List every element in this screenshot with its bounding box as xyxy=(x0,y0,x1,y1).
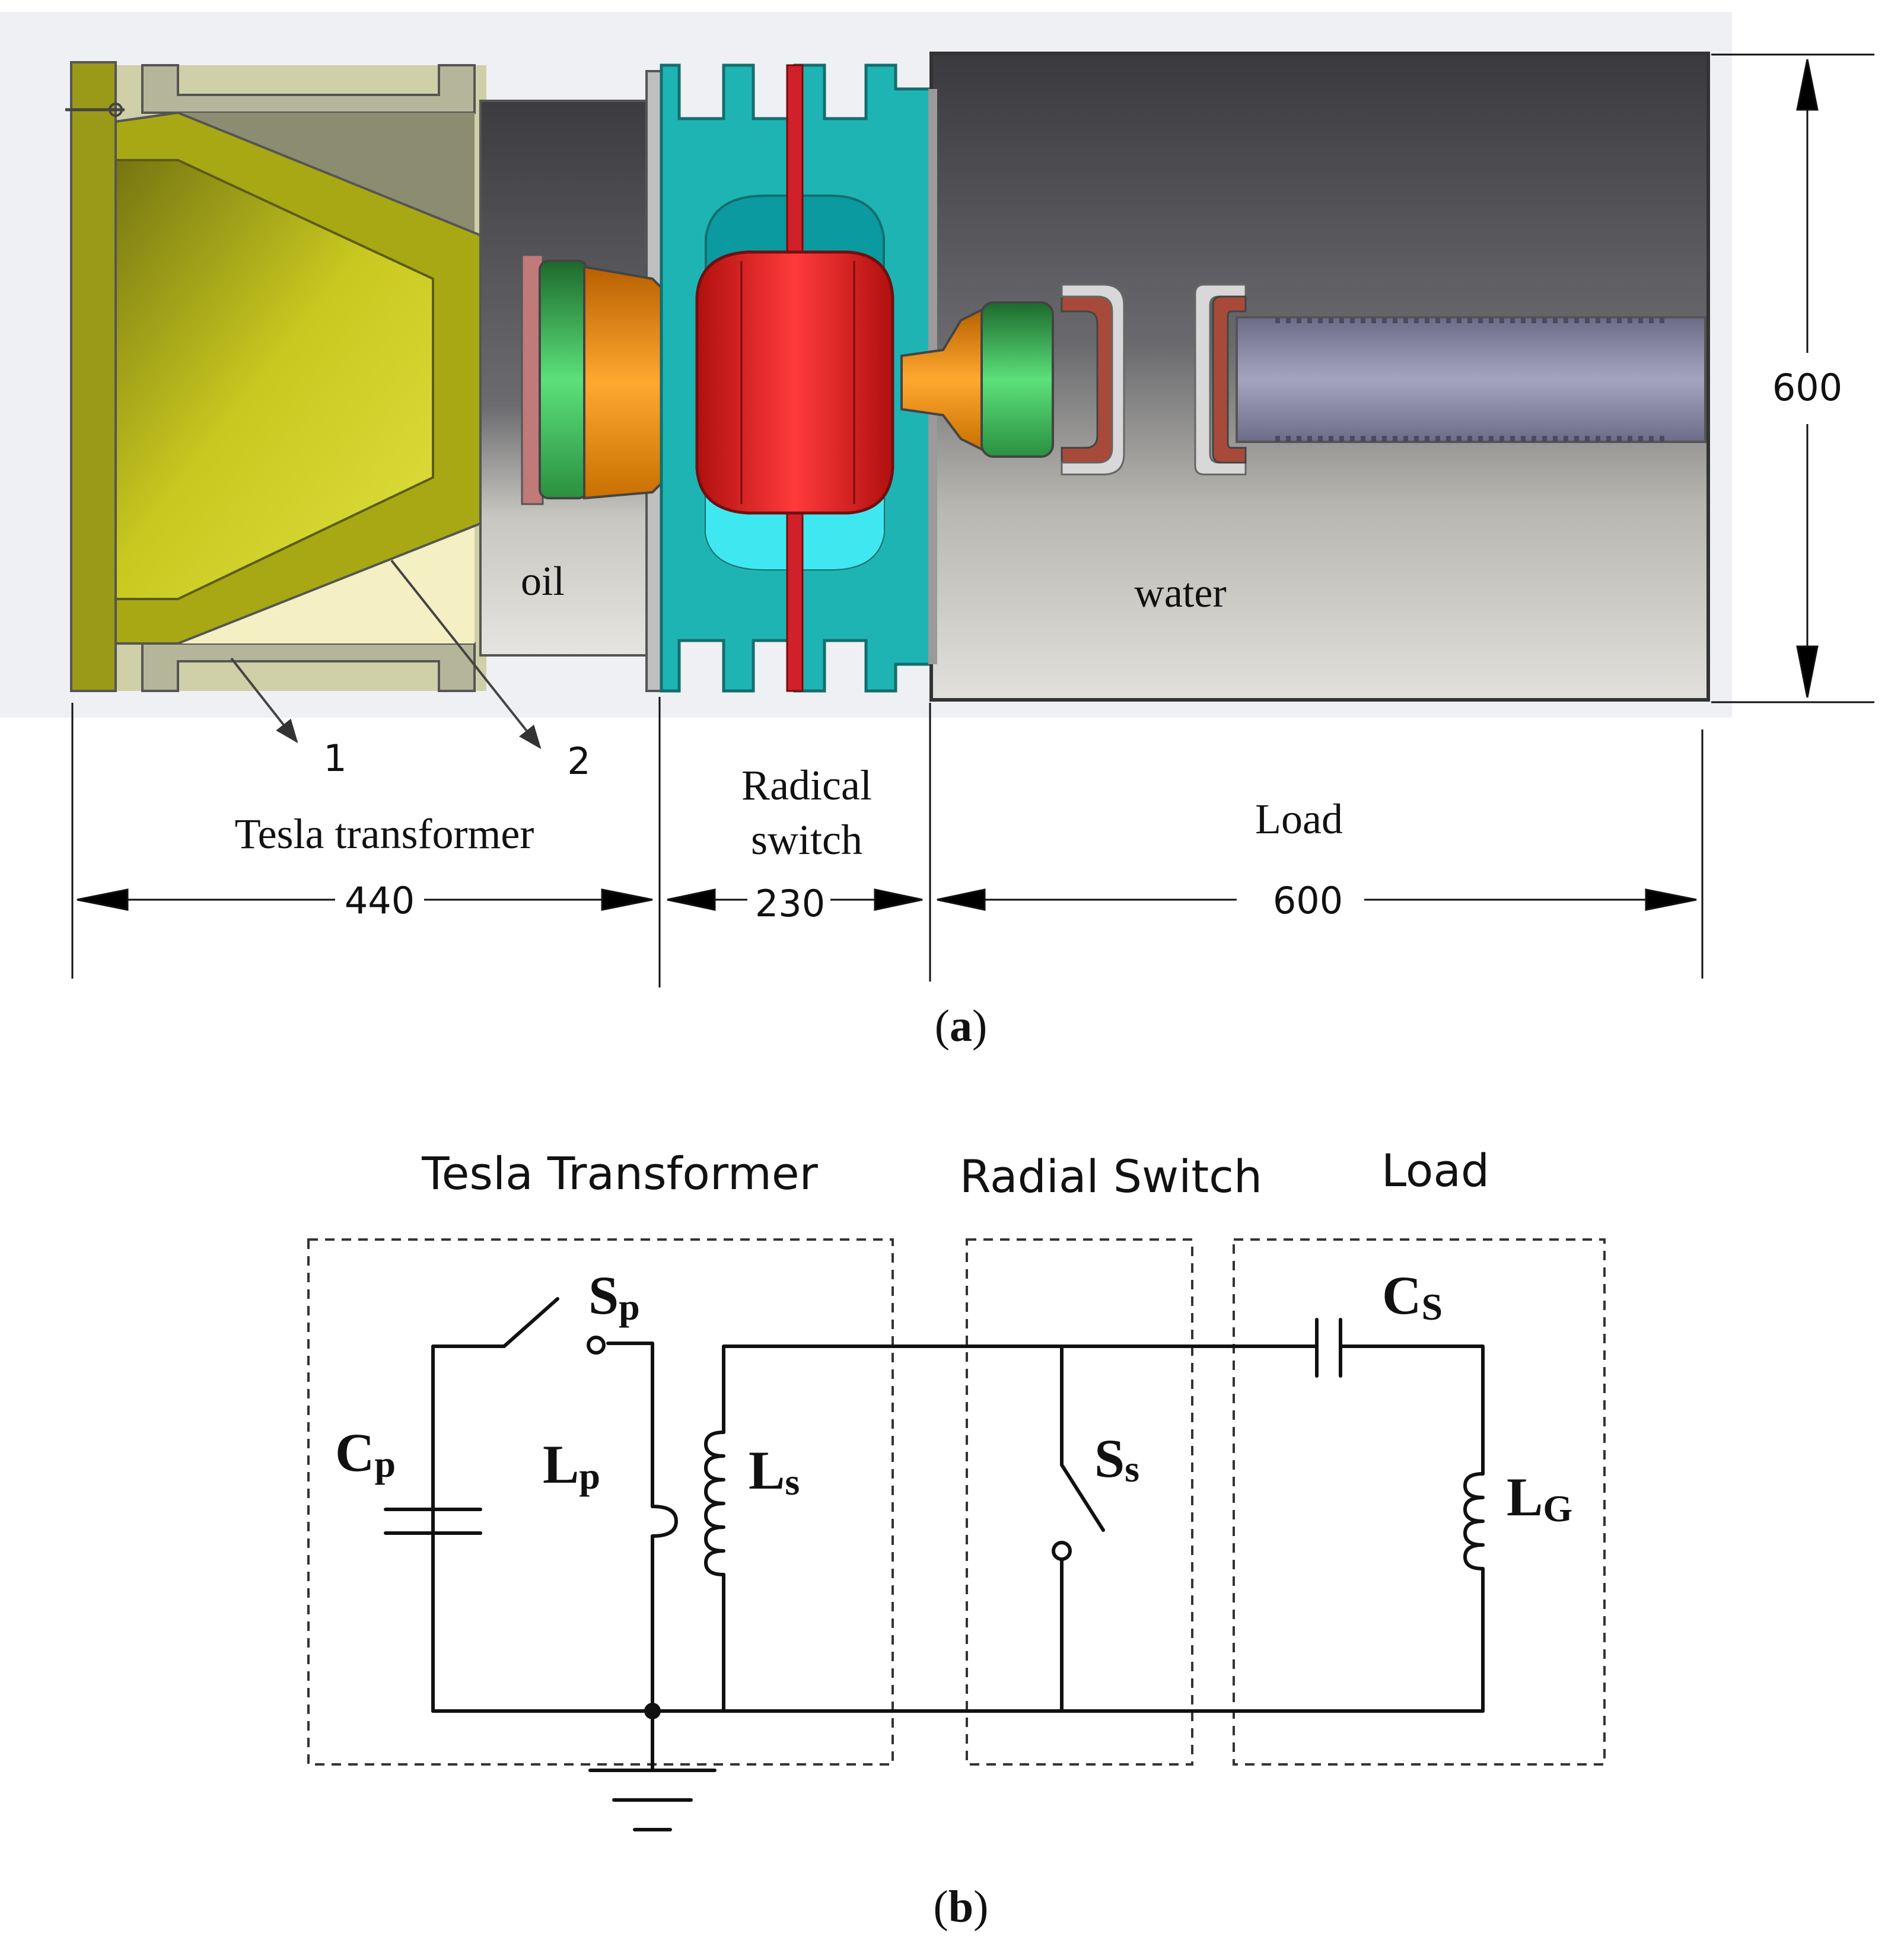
load-label: Load xyxy=(1255,795,1343,843)
tesla-transformer-box xyxy=(307,1238,894,1766)
ss-switch-blade xyxy=(1060,1463,1105,1532)
radical-switch-label-line1: Radical xyxy=(741,762,872,809)
radical-switch-label-line2: switch xyxy=(751,816,862,864)
ground-node xyxy=(644,1703,661,1719)
caption-b: (b) xyxy=(934,1882,989,1932)
dim-load-length: 600 xyxy=(1273,879,1343,922)
panel-b-circuit: Tesla Transformer Radial Switch Load xyxy=(307,1144,1606,1932)
dim-tesla-length: 440 xyxy=(345,879,415,922)
sp-label: Sp xyxy=(588,1265,640,1328)
callout-2-leader xyxy=(390,559,542,750)
dim-switch-length: 230 xyxy=(755,882,825,925)
radial-switch xyxy=(660,63,933,693)
caption-a: (a) xyxy=(935,1001,988,1051)
radial-switch-title: Radial Switch xyxy=(960,1150,1262,1203)
output-bushing xyxy=(900,283,1125,476)
load-title: Load xyxy=(1381,1144,1489,1197)
tesla-transformer-title: Tesla Transformer xyxy=(421,1147,819,1200)
circuit-wires xyxy=(384,1297,1485,1831)
lg-label: LG xyxy=(1507,1467,1572,1530)
panel-a-drawing: oil water 1 2 Tesla transformer Radical … xyxy=(0,12,1874,1051)
callout-2-label: 2 xyxy=(567,740,590,783)
callout-1-label: 1 xyxy=(323,737,346,780)
cs-label: CS xyxy=(1382,1265,1443,1328)
tesla-transformer-body xyxy=(65,61,542,750)
load-box xyxy=(1233,1238,1606,1766)
lg-coil xyxy=(1463,1472,1485,1570)
radial-switch-box xyxy=(966,1238,1193,1766)
sp-switch-blade xyxy=(502,1297,559,1348)
lp-label: Lp xyxy=(543,1434,600,1497)
lp-coil xyxy=(651,1505,678,1538)
dim-height: 600 xyxy=(1772,366,1842,409)
ss-label: Ss xyxy=(1094,1428,1139,1490)
sp-contact xyxy=(587,1336,606,1355)
tesla-transformer-label: Tesla transformer xyxy=(235,810,534,858)
water-label: water xyxy=(1134,571,1226,616)
load-rod xyxy=(1194,283,1706,476)
oil-label: oil xyxy=(521,559,565,604)
dimension-lines xyxy=(71,53,1874,987)
callout-1-leader xyxy=(230,657,298,744)
ls-label: Ls xyxy=(749,1440,800,1503)
cp-label: Cp xyxy=(335,1422,396,1485)
ls-coil xyxy=(704,1430,725,1576)
ss-contact xyxy=(1052,1541,1072,1561)
